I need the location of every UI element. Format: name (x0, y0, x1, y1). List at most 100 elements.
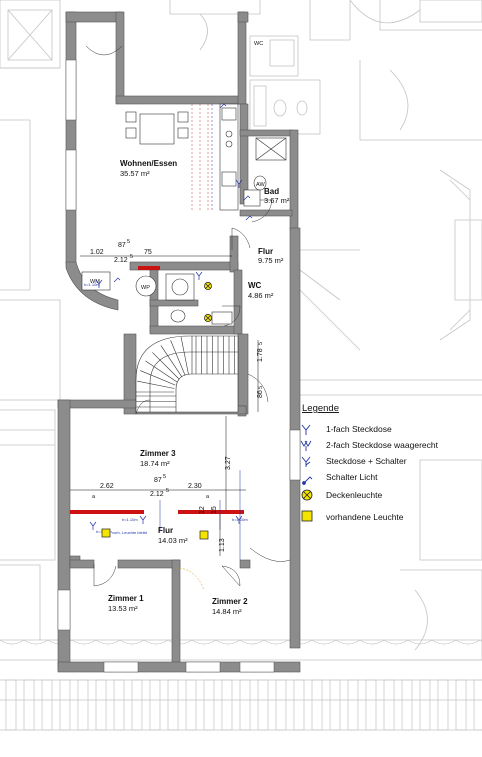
dim-2-12-top: 2.12 (114, 257, 128, 264)
wall-left-upper (65, 11, 77, 265)
ghost-block (249, 35, 299, 77)
window-left-1 (65, 59, 77, 121)
facade-column (329, 679, 341, 731)
height-label-1: h=1.10m (84, 282, 100, 287)
chair (125, 111, 137, 123)
room-name-wc: WC (248, 281, 262, 290)
facade-column (221, 679, 233, 731)
wc-sink (211, 311, 233, 325)
dim-86-sup: 5 (258, 386, 264, 389)
label-aw: AW (256, 182, 265, 188)
wall-niche-bottom (115, 95, 245, 105)
room-name-bad: Bad (264, 187, 279, 196)
room-name-zimmer1: Zimmer 1 (108, 594, 144, 603)
single-socket-icon (301, 424, 311, 435)
dimension-lines (70, 255, 259, 556)
dimension-labels: 1.02 87 5 75 2.12 5 1.78 5 86 5 2.62 87 … (90, 239, 264, 552)
facade-arch (143, 639, 169, 645)
dim-87-top: 87 (118, 242, 126, 249)
wall-bath-top (239, 129, 293, 137)
dim-86: 86 (257, 390, 264, 398)
door-swing-z3 (135, 399, 151, 415)
wall-wc-right (233, 269, 243, 335)
ghost-outline (0, 119, 31, 291)
heat-pump (135, 275, 157, 297)
wall-bottom (57, 661, 301, 673)
wall-kitchen-right (239, 103, 249, 205)
stair-step (160, 345, 183, 378)
wc-basin (171, 278, 189, 296)
ghost-outline (0, 564, 41, 640)
wall-wc-bottom (149, 325, 241, 335)
legend-label-double-socket: 2-fach Steckdose waagerecht (326, 440, 439, 450)
facade-arch (431, 639, 457, 645)
ceiling-light-icon (301, 489, 313, 501)
ghost-outline (169, 0, 261, 15)
legend-label-light-switch: Schalter Licht (326, 472, 378, 482)
facade-column (257, 679, 269, 731)
socket-icon (89, 521, 97, 530)
door-swing-z1 (93, 564, 117, 587)
label-wp: WP (141, 285, 150, 291)
facade-arch (119, 639, 145, 645)
socket-switch-icon (301, 456, 311, 467)
facade-arch (263, 639, 289, 645)
label-wc-top: WC (254, 41, 263, 47)
ghost-line (300, 379, 482, 396)
facade-column (185, 679, 197, 731)
door-swing-stair (247, 373, 269, 403)
ghost-outline (419, 459, 482, 561)
label-a-right: a (206, 494, 210, 500)
wall-z1-top-right (117, 559, 181, 569)
facade-column (473, 679, 482, 731)
elec-dashed-red (191, 104, 209, 210)
ghost-arc (199, 13, 208, 51)
label-wm: WM (90, 279, 100, 285)
stair-step (137, 380, 175, 389)
legend-label-existing-light: vorhandene Leuchte (326, 512, 404, 522)
ghost-arc (389, 69, 409, 131)
ceiling-light-icon (204, 282, 212, 290)
window-openings (57, 59, 301, 673)
dim-87-bottom-sup: 5 (163, 474, 166, 480)
stair-step (152, 352, 180, 380)
facade-column (131, 679, 143, 731)
ghost-block (419, 0, 482, 23)
legend-label-ceiling-light: Deckenleuchte (326, 490, 383, 500)
ghost-block (454, 219, 482, 301)
facade-column (95, 679, 107, 731)
wall-curved-bay (65, 261, 119, 311)
room-area-wohnen: 35.57 m² (120, 169, 150, 178)
legend: Legende 1-fach Steckdose 2-fach Steckdos… (300, 403, 439, 522)
door-swing-wc (222, 305, 241, 327)
legend-title: Legende (302, 403, 339, 414)
facade-arch (0, 639, 25, 645)
wall-stair-right (237, 333, 249, 415)
height-label-3: h=1.10m (232, 517, 248, 522)
facade-arch (383, 639, 409, 645)
wall-z1-top-left (69, 559, 95, 569)
existing-light-icon (301, 510, 313, 522)
facade-arch (191, 639, 217, 645)
facade-column (293, 679, 305, 731)
dim-87-top-sup: 5 (127, 239, 130, 245)
furniture (81, 103, 287, 325)
red-bars (70, 266, 244, 514)
washing-machine (81, 271, 111, 291)
wall-bath-bottom (239, 209, 293, 217)
ghost-arc (414, 589, 428, 651)
door-swing-z2 (221, 565, 241, 587)
light-switch-icon (245, 215, 253, 221)
facade-column (77, 679, 89, 731)
chair (125, 127, 137, 139)
facade-column (275, 679, 287, 731)
facade-column (203, 679, 215, 731)
socket-icon (195, 271, 203, 280)
staircase (135, 335, 239, 413)
room-name-wohnen: Wohnen/Essen (120, 159, 177, 168)
room-name-flur-bottom: Flur (158, 526, 173, 535)
ghost-arc (349, 0, 421, 24)
facade-column (23, 679, 35, 731)
ceiling-light-icon (204, 314, 212, 322)
stair-step (140, 370, 176, 386)
